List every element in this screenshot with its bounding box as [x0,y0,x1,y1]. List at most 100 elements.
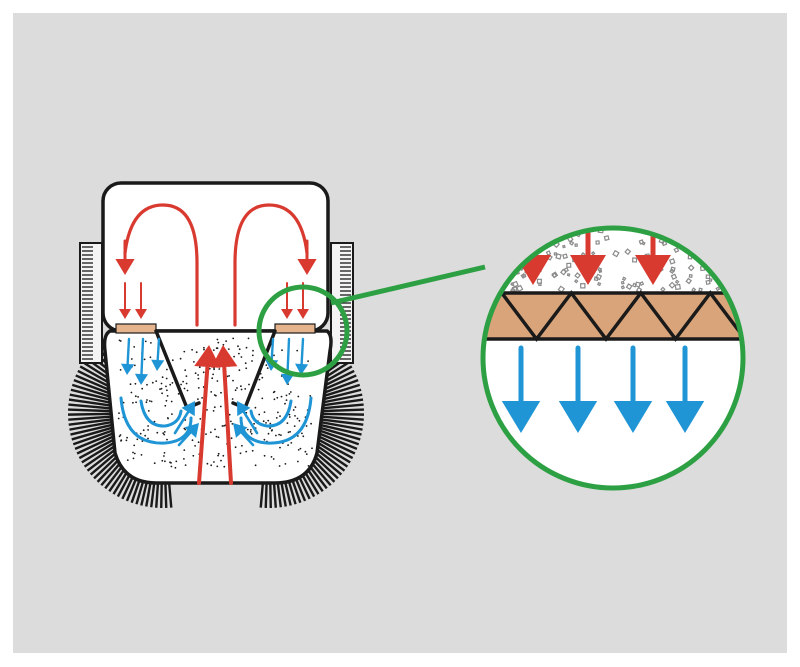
air-particle [161,459,164,462]
air-particle [231,423,234,425]
air-particle [129,383,132,386]
air-particle [237,345,239,348]
diagram-panel [13,13,787,653]
air-particle [307,360,309,362]
air-particle [175,460,178,463]
air-particle [161,376,164,379]
air-particle [202,371,205,374]
dust-particle [691,287,697,293]
air-particle [164,460,166,463]
air-particle [232,379,234,382]
dust-particle [687,264,695,272]
air-particle [269,422,272,425]
air-particle [213,368,216,371]
air-particle [228,375,231,377]
air-particle [163,431,166,433]
clean-air-arrows [121,337,309,447]
dust-particle [685,277,692,285]
air-particle [146,383,148,386]
air-particle [160,382,163,385]
air-particle [269,427,271,429]
air-particle [258,378,261,381]
air-particle [294,406,297,408]
air-particle [297,435,299,437]
air-particle [241,444,243,447]
air-particle [238,348,241,351]
air-particle [239,452,242,455]
air-particle [252,349,254,352]
air-particle [191,439,194,442]
air-particle [147,429,150,431]
dust-particle [562,244,566,249]
air-particle [144,434,147,437]
air-particle [147,425,150,427]
red-arrow-icon [119,282,131,319]
air-particle [118,435,121,438]
air-particle [144,340,147,343]
air-particle [170,400,173,403]
air-particle [254,464,257,467]
red-arrow-icon [570,228,606,285]
air-particle [137,396,139,398]
air-particle [119,369,122,371]
air-particle [213,406,216,409]
air-particle [186,389,189,392]
air-particle [182,380,185,383]
air-particle [270,456,273,458]
magnified-filter-view [480,225,746,491]
air-particle [275,434,277,437]
air-particle [214,428,216,431]
air-particle [117,464,120,467]
air-particle [244,362,247,365]
air-particle [215,435,218,438]
air-particle [184,369,187,372]
air-particle [287,444,289,446]
air-particle [197,387,200,389]
dust-particle [510,281,515,287]
dust-particle [515,284,524,293]
air-particle [217,452,220,455]
dust-particle [625,283,633,291]
air-particle [205,433,207,435]
red-arrow-icon [211,345,238,485]
air-particle [240,388,243,391]
dust-particle [708,277,713,282]
air-particle [302,435,305,438]
blue-arrow-icon [280,337,295,385]
air-particle [133,452,136,455]
air-particle [165,399,168,402]
dust-particle [674,283,682,291]
air-particle [148,400,151,402]
air-particle [180,383,183,386]
dust-particle [620,280,625,285]
air-particle [130,358,133,360]
air-particle [278,465,281,467]
air-particle [184,464,187,466]
air-particle [120,440,122,442]
air-particle [288,393,291,395]
air-particle [245,346,248,349]
air-particle [203,346,205,349]
dust-particle [673,247,680,254]
air-particle [206,462,209,465]
dust-particle [632,257,638,263]
air-particle [273,354,275,357]
dust-particle [569,240,575,246]
dust-particle [620,285,626,290]
air-particle [169,383,172,386]
dust-particle [580,283,586,289]
air-particle [211,377,214,380]
air-particle [130,391,133,394]
blue-arrow-icon [121,337,135,375]
air-particle [296,417,299,420]
air-particle [143,358,146,361]
dust-particle [574,272,581,279]
air-particle [230,437,233,440]
air-particle [230,420,232,423]
dust-particle [641,241,646,246]
air-circulation-loops [123,203,309,327]
air-particle [216,338,219,341]
air-particle [261,397,264,400]
air-particle [279,446,281,449]
air-particle [160,387,163,390]
